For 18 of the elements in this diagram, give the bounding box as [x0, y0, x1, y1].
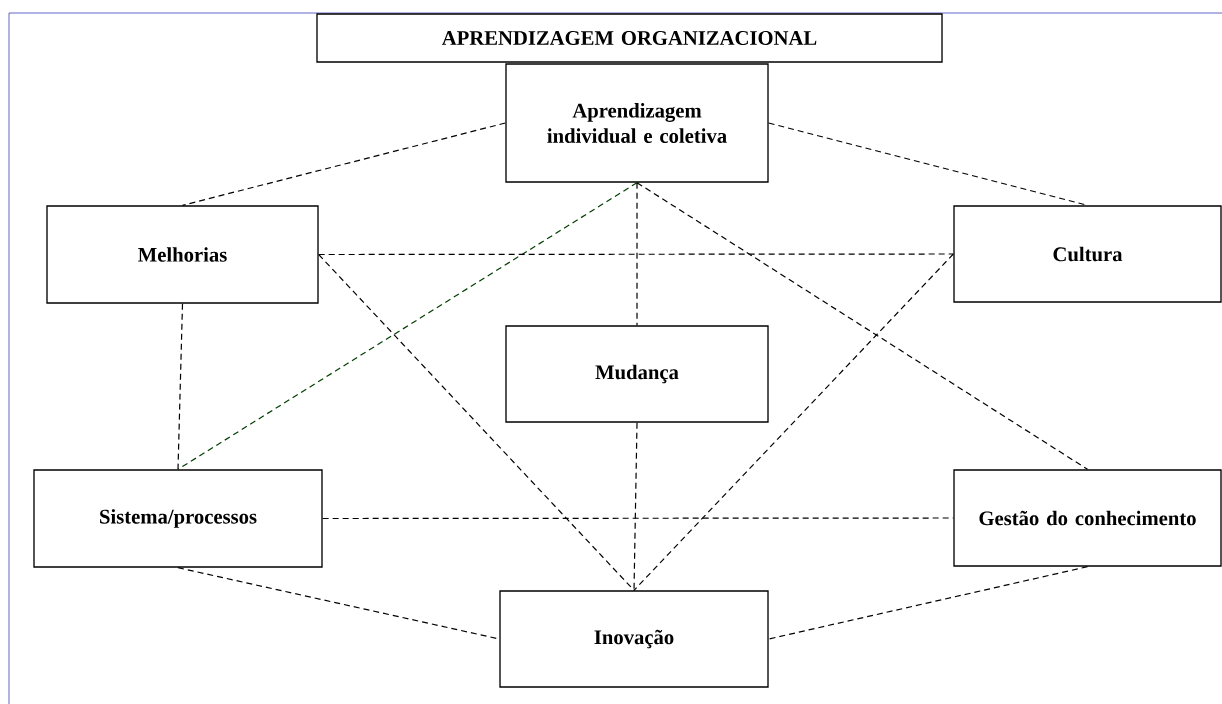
connector-line: [636, 182, 1089, 470]
connector-line: [322, 517, 954, 520]
concept-box: Aprendizagem individual e coletiva: [505, 63, 769, 183]
connector-line: [768, 566, 1089, 640]
concept-box: Cultura: [953, 205, 1222, 303]
connector-line: [177, 303, 184, 470]
concept-box: Mudança: [505, 325, 769, 423]
concept-box: Inovação: [499, 590, 769, 688]
connector-line: [177, 182, 638, 470]
connector-line: [633, 253, 954, 591]
connector-line: [181, 122, 506, 206]
connector-line: [318, 253, 635, 591]
concept-box: Sistema/processos: [33, 469, 323, 568]
concept-box: Melhorias: [46, 205, 319, 304]
concept-box: Gestão do conhecimento: [953, 469, 1222, 567]
connector-line: [318, 253, 954, 256]
title-box: APRENDIZAGEM ORGANIZACIONAL: [316, 13, 943, 63]
connector-line: [633, 422, 638, 591]
